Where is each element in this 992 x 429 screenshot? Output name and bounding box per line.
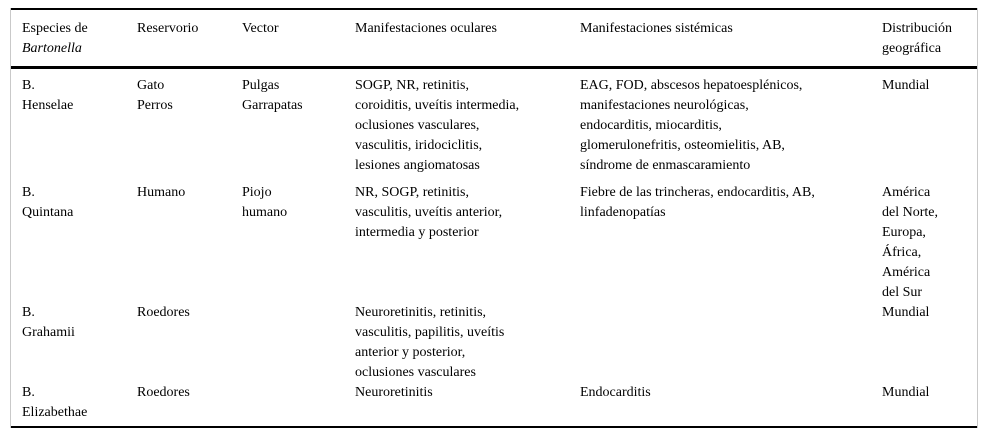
header-especies: Especies de Bartonella bbox=[22, 19, 137, 59]
header-vector: Vector bbox=[242, 21, 279, 36]
cell-distribution: América del Norte, Europa, África, Améri… bbox=[882, 185, 938, 300]
cell-systemic: EAG, FOD, abscesos hepatoesplénicos, man… bbox=[580, 78, 803, 173]
table-row-grahamii: B. Grahamii Roedores Neuroretinitis, ret… bbox=[11, 303, 977, 383]
header-manifestaciones-sistemicas: Manifestaciones sistémicas bbox=[580, 21, 733, 36]
cell-species: B. Elizabethae bbox=[22, 385, 88, 420]
cell-distribution: Mundial bbox=[882, 305, 930, 320]
cell-systemic: Endocarditis bbox=[580, 385, 651, 400]
table-row-elizabethae: B. Elizabethae Roedores Neuroretinitis E… bbox=[11, 383, 977, 423]
header-especies-line1: Especies de bbox=[22, 21, 88, 36]
table-body: B. Henselae Gato Perros Pulgas Garrapata… bbox=[11, 69, 977, 428]
cell-ocular: Neuroretinitis, retinitis, vasculitis, p… bbox=[355, 305, 505, 380]
cell-ocular: NR, SOGP, retinitis, vasculitis, uveítis… bbox=[355, 185, 503, 240]
cell-reservoir: Gato Perros bbox=[137, 78, 173, 113]
cell-species: B. Grahamii bbox=[22, 305, 75, 340]
cell-reservoir: Roedores bbox=[137, 385, 190, 400]
header-especies-genus: Bartonella bbox=[22, 41, 82, 56]
cell-ocular: Neuroretinitis bbox=[355, 385, 433, 400]
header-distribucion-geografica: Distribución geográfica bbox=[882, 21, 952, 56]
table-row-henselae: B. Henselae Gato Perros Pulgas Garrapata… bbox=[11, 76, 977, 176]
table-row-quintana: B. Quintana Humano Piojo humano NR, SOGP… bbox=[11, 183, 977, 303]
cell-systemic bbox=[580, 303, 882, 383]
cell-vector bbox=[242, 383, 355, 423]
header-manifestaciones-oculares: Manifestaciones oculares bbox=[355, 21, 497, 36]
cell-vector: Piojo humano bbox=[242, 185, 288, 220]
cell-species: B. Quintana bbox=[22, 185, 74, 220]
cell-vector: Pulgas Garrapatas bbox=[242, 78, 303, 113]
cell-distribution: Mundial bbox=[882, 385, 930, 400]
cell-ocular: SOGP, NR, retinitis, coroiditis, uveítis… bbox=[355, 78, 520, 173]
table-header-row: Especies de Bartonella Reservorio Vector… bbox=[11, 8, 977, 69]
header-reservorio: Reservorio bbox=[137, 21, 199, 36]
cell-species: B. Henselae bbox=[22, 78, 74, 113]
cell-reservoir: Roedores bbox=[137, 305, 190, 320]
bartonella-species-table: Especies de Bartonella Reservorio Vector… bbox=[10, 8, 978, 428]
cell-distribution: Mundial bbox=[882, 78, 930, 93]
cell-vector bbox=[242, 303, 355, 383]
cell-systemic: Fiebre de las trincheras, endocarditis, … bbox=[580, 185, 815, 220]
cell-reservoir: Humano bbox=[137, 185, 186, 200]
